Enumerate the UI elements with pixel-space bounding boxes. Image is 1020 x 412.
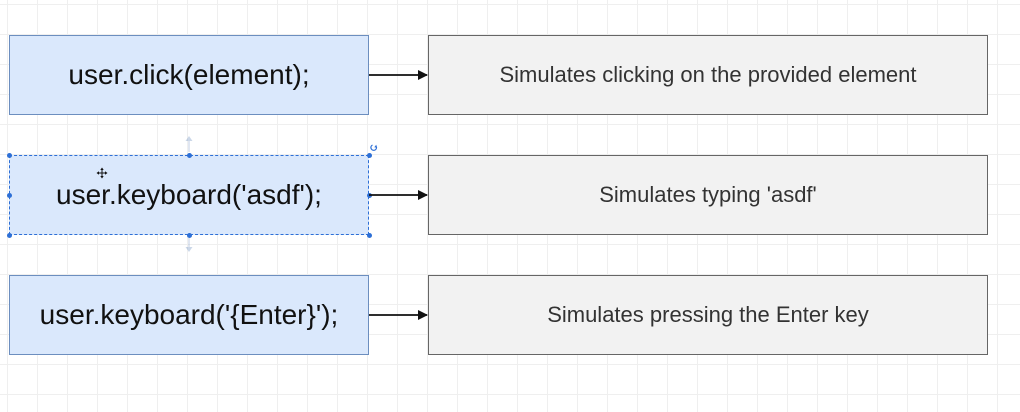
- connect-arrow-up-icon[interactable]: [185, 136, 193, 152]
- description-box-keyboard-enter[interactable]: Simulates pressing the Enter key: [428, 275, 988, 355]
- description-text-keyboard-asdf: Simulates typing 'asdf': [599, 182, 817, 207]
- code-text-keyboard-asdf: user.keyboard('asdf');: [56, 179, 322, 210]
- description-box-click[interactable]: Simulates clicking on the provided eleme…: [428, 35, 988, 115]
- resize-handle-middle-left[interactable]: [6, 192, 12, 198]
- code-box-keyboard-asdf[interactable]: user.keyboard('asdf');: [9, 155, 369, 235]
- resize-handle-top-center[interactable]: [186, 152, 192, 158]
- connect-arrow-down-icon[interactable]: [185, 238, 193, 252]
- move-cursor-icon: [96, 167, 108, 179]
- code-text-click: user.click(element);: [68, 59, 310, 90]
- rotate-handle-icon[interactable]: [370, 144, 378, 151]
- resize-handle-bottom-right[interactable]: [366, 232, 372, 238]
- code-box-click[interactable]: user.click(element);: [9, 35, 369, 115]
- resize-handle-bottom-center[interactable]: [186, 232, 192, 238]
- code-box-keyboard-enter[interactable]: user.keyboard('{Enter}');: [9, 275, 369, 355]
- resize-handle-bottom-left[interactable]: [6, 232, 12, 238]
- resize-handle-top-right[interactable]: [366, 152, 372, 158]
- code-text-keyboard-enter: user.keyboard('{Enter}');: [39, 299, 339, 330]
- description-box-keyboard-asdf[interactable]: Simulates typing 'asdf': [428, 155, 988, 235]
- description-text-keyboard-enter: Simulates pressing the Enter key: [547, 302, 869, 327]
- description-text-click: Simulates clicking on the provided eleme…: [499, 62, 917, 87]
- resize-handle-top-left[interactable]: [6, 152, 12, 158]
